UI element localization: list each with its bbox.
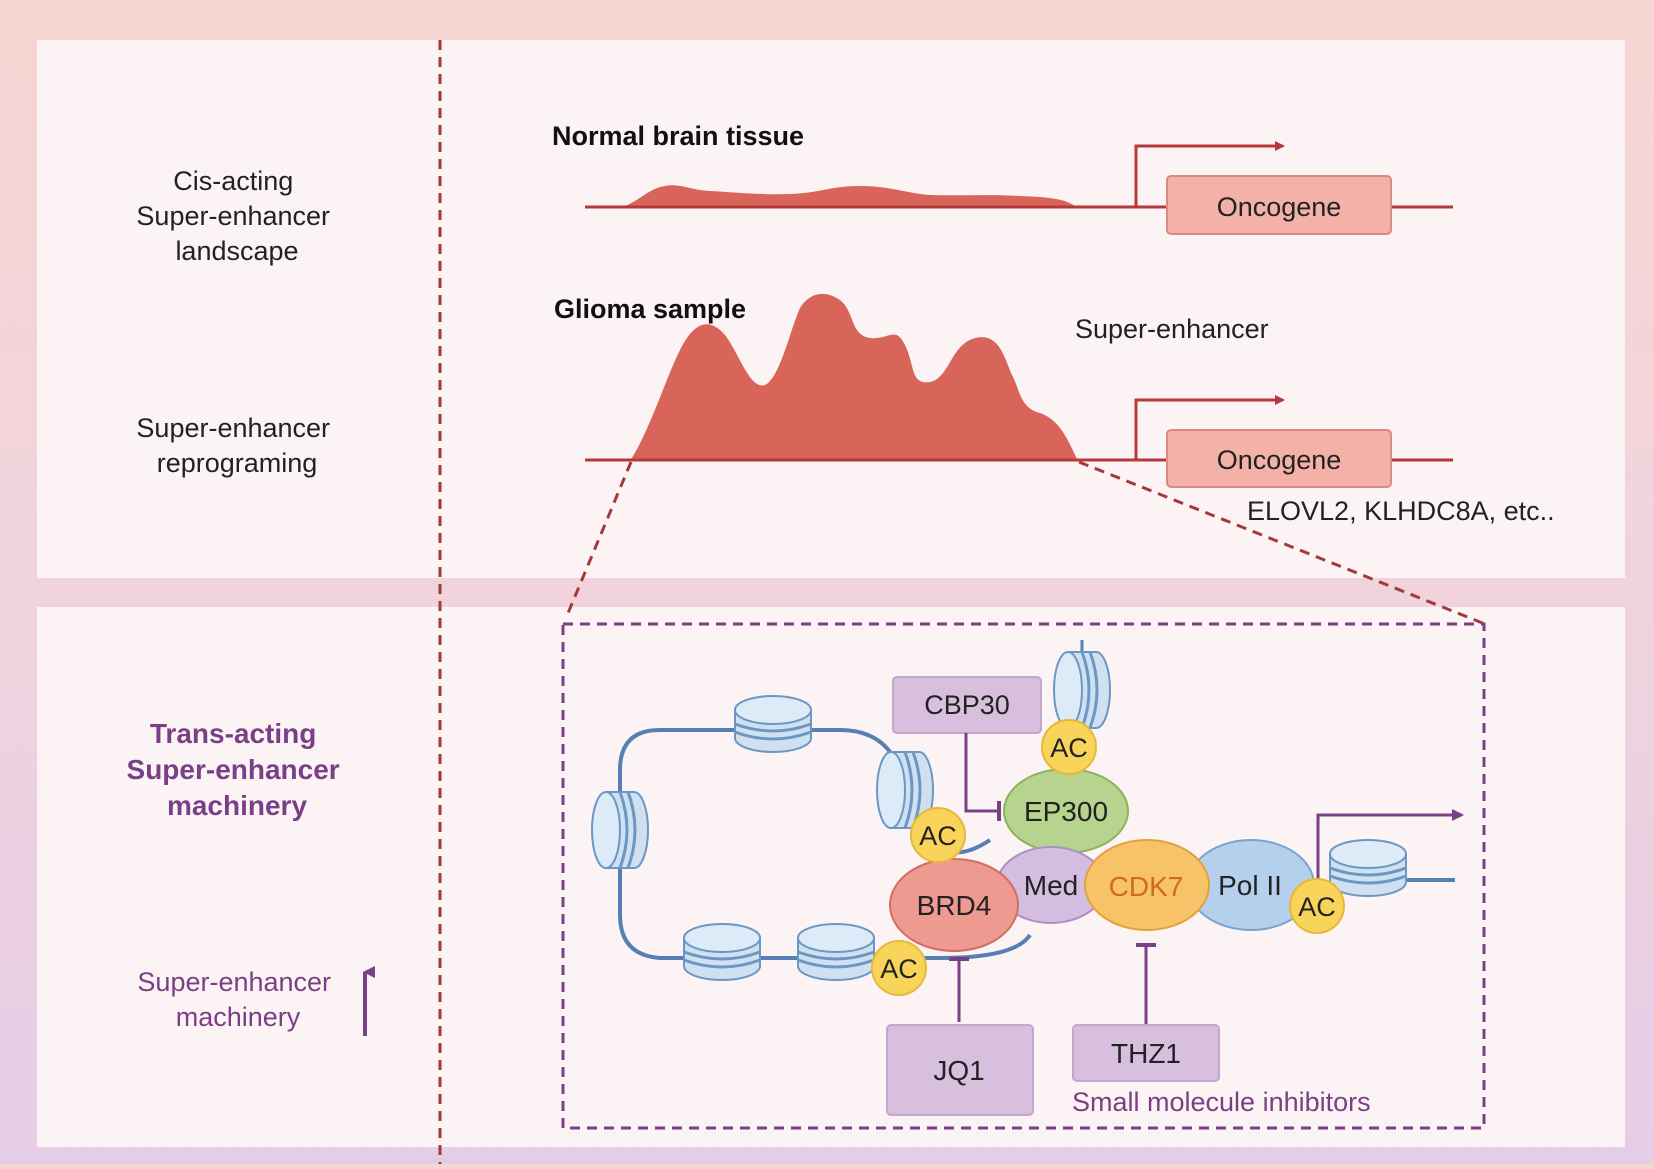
- med-label: Med: [1024, 870, 1078, 901]
- pol-ii-label: Pol II: [1218, 870, 1282, 901]
- zoom-line-right: [1078, 460, 1486, 626]
- normal-tss-arrow: [1134, 141, 1285, 207]
- cis-label-line-1: Cis-acting: [173, 166, 293, 196]
- ac-label-left: AC: [919, 821, 957, 851]
- cdk7-protein: [1084, 839, 1210, 931]
- normal-enhancer-peak: [625, 185, 1075, 206]
- ac-mark-right: AC: [1289, 878, 1345, 934]
- nucleosome-top-right: [1052, 650, 1112, 730]
- machinery-up-line-2: machinery: [176, 1002, 301, 1032]
- glioma-super-enhancer-peak: [630, 293, 1078, 461]
- reprog-label: Super-enhancer reprograming: [136, 413, 337, 478]
- reprog-label-line-1: Super-enhancer: [136, 413, 330, 443]
- nucleosome-bottom-left: [682, 922, 762, 982]
- cdk7-label: CDK7: [1109, 871, 1184, 902]
- cbp30-label: CBP30: [924, 690, 1010, 720]
- glioma-tss-arrow: [1134, 395, 1285, 460]
- trans-label: Trans-acting Super-enhancer machinery: [127, 718, 348, 821]
- oncogene-label-glioma: Oncogene: [1217, 445, 1342, 475]
- oncogene-box-glioma: [1166, 429, 1392, 488]
- small-molecule-label: Small molecule inhibitors: [1072, 1087, 1371, 1117]
- ac-mark-top: AC: [1041, 719, 1097, 775]
- jq1-box: [886, 1024, 1034, 1116]
- cis-label-line-2: Super-enhancer: [136, 201, 330, 231]
- ac-label-bottom: AC: [880, 954, 918, 984]
- cis-label: Cis-acting Super-enhancer landscape: [136, 166, 337, 266]
- trans-label-line-3: machinery: [167, 790, 307, 821]
- ac-mark-bottom: AC: [871, 940, 927, 996]
- reprog-label-line-2: reprograming: [157, 448, 318, 478]
- trans-label-line-2: Super-enhancer: [127, 754, 340, 785]
- nucleosome-right: [1328, 838, 1408, 898]
- cbp30-inhibition-line: [964, 733, 997, 813]
- jq1-label: JQ1: [933, 1055, 984, 1086]
- nucleosome-left: [590, 790, 650, 870]
- zoom-box: [561, 622, 1486, 1130]
- ac-mark-left: AC: [910, 807, 966, 863]
- thz1-label: THZ1: [1111, 1038, 1181, 1069]
- transcription-arrow: [1316, 809, 1464, 880]
- nucleosome-bottom-mid: [796, 922, 876, 982]
- zoom-line-left: [564, 461, 633, 619]
- super-enhancer-label: Super-enhancer: [1075, 314, 1269, 344]
- genes-label: ELOVL2, KLHDC8A, etc..: [1247, 496, 1555, 526]
- machinery-up-line-1: Super-enhancer: [137, 967, 331, 997]
- normal-title: Normal brain tissue: [552, 121, 804, 151]
- glioma-title: Glioma sample: [554, 294, 746, 324]
- ac-label-right: AC: [1298, 892, 1336, 922]
- trans-label-line-1: Trans-acting: [150, 718, 316, 749]
- machinery-up-label: Super-enhancer machinery: [137, 967, 338, 1032]
- nucleosome-top: [733, 694, 813, 754]
- oncogene-box-normal: [1166, 175, 1392, 235]
- brd4-label: BRD4: [917, 890, 992, 921]
- cis-label-line-3: landscape: [175, 236, 298, 266]
- thz1-box: [1072, 1024, 1220, 1082]
- brd4-protein: [889, 858, 1019, 952]
- ep300-label: EP300: [1024, 796, 1108, 827]
- ac-label-top: AC: [1050, 733, 1088, 763]
- oncogene-label-normal: Oncogene: [1217, 192, 1342, 222]
